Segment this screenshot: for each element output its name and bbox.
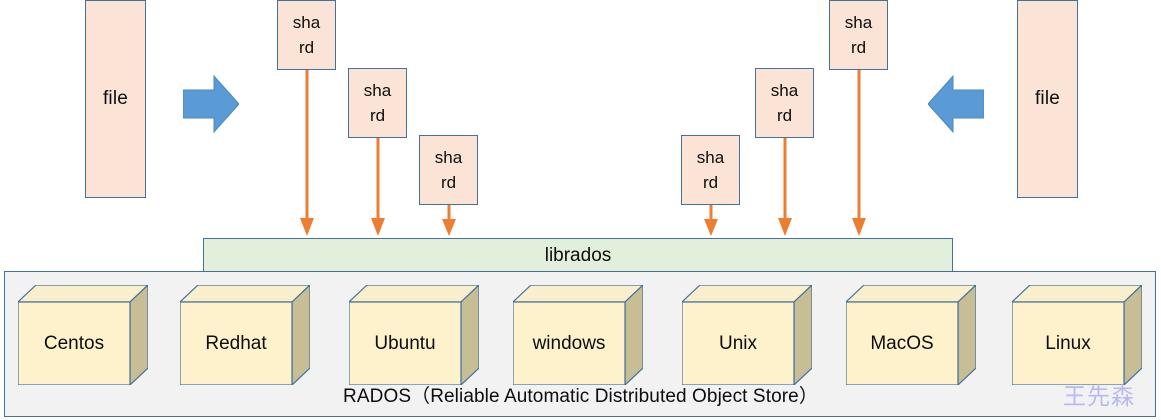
rados-node-macos[interactable]: MacOS <box>846 285 976 385</box>
shard-box-6[interactable]: sha rd <box>829 0 888 70</box>
shard-5-connector <box>778 138 792 238</box>
rados-node-redhat[interactable]: Redhat <box>180 285 310 385</box>
rados-caption: RADOS（Reliable Automatic Distributed Obj… <box>343 386 818 407</box>
shard-6-connector <box>852 70 866 238</box>
rados-node-centos[interactable]: Centos <box>18 285 148 385</box>
rados-node-unix[interactable]: Unix <box>682 285 812 385</box>
shard-box-1[interactable]: sha rd <box>277 0 336 70</box>
rados-node-windows[interactable]: windows <box>513 285 643 385</box>
rados-node-ubuntu[interactable]: Ubuntu <box>349 285 479 385</box>
shard-box-3[interactable]: sha rd <box>419 135 478 205</box>
shard-box-5-line1: sha <box>770 80 799 100</box>
shard-box-3-line2: rd <box>440 173 457 192</box>
file-box-left-label: file <box>102 88 129 109</box>
shard-box-6-line2: rd <box>850 38 867 57</box>
shard-1-connector <box>300 70 314 238</box>
shard-2-connector <box>371 138 385 238</box>
shard-box-1-line2: rd <box>298 38 315 57</box>
shard-box-2-line2: rd <box>369 106 386 125</box>
right-split-arrow <box>927 73 985 135</box>
shard-box-4-line1: sha <box>696 147 725 167</box>
rados-node-linux[interactable]: Linux <box>1012 285 1142 385</box>
file-box-right-label: file <box>1034 88 1061 109</box>
shard-box-5[interactable]: sha rd <box>755 68 814 138</box>
shard-box-4[interactable]: sha rd <box>681 135 740 205</box>
shard-3-connector <box>442 205 456 238</box>
librados-bar[interactable]: librados <box>203 238 953 274</box>
shard-box-4-line2: rd <box>702 173 719 192</box>
file-box-left[interactable]: file <box>85 0 146 198</box>
shard-box-6-line1: sha <box>844 12 873 32</box>
shard-box-3-line1: sha <box>434 147 463 167</box>
shard-box-5-line2: rd <box>776 106 793 125</box>
watermark: 王先森 <box>1063 384 1135 410</box>
left-split-arrow <box>182 73 240 135</box>
shard-box-1-line1: sha <box>292 12 321 32</box>
librados-label: librados <box>544 245 612 266</box>
file-box-right[interactable]: file <box>1017 0 1078 198</box>
shard-box-2-line1: sha <box>363 80 392 100</box>
shard-box-2[interactable]: sha rd <box>348 68 407 138</box>
shard-4-connector <box>704 205 718 238</box>
